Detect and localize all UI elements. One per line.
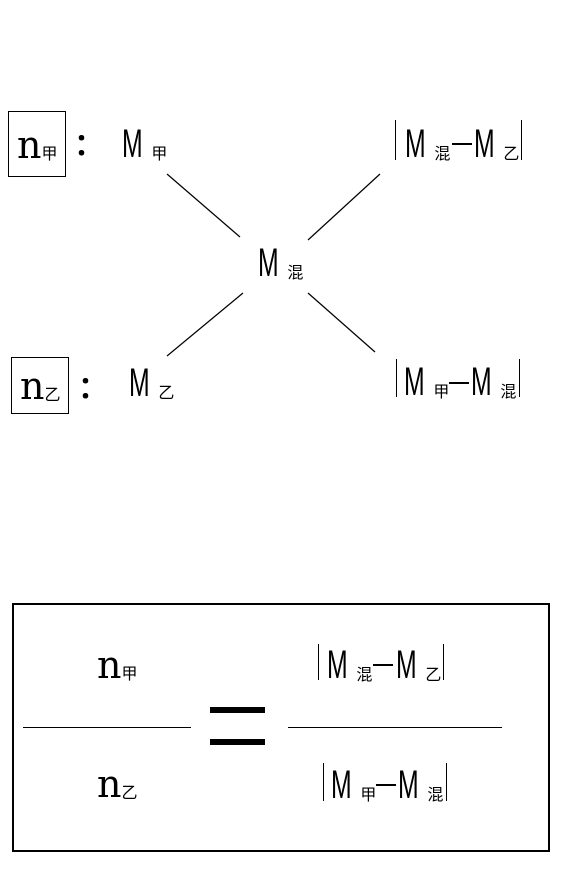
m-symbol: M [471, 360, 492, 404]
m-subscript: 乙 [425, 665, 442, 684]
n-jia-term: n 甲 [17, 126, 58, 164]
m-symbol: M [398, 763, 419, 807]
equals-sign-bottom [210, 739, 265, 745]
m-jia-term: M 甲 [122, 124, 167, 164]
formula-n-yi: n 乙 [97, 765, 138, 803]
abs-bar-right [443, 644, 444, 680]
n-symbol: n [17, 123, 42, 167]
diff-top-term: M 混 [405, 124, 450, 164]
n-yi-box [11, 357, 69, 414]
n-yi-term: n 乙 [20, 367, 61, 405]
n-subscript: 乙 [44, 385, 61, 404]
m-symbol: M [327, 643, 348, 687]
m-subscript: 甲 [151, 144, 168, 163]
fraction-line-right [288, 727, 502, 728]
m-symbol: M [258, 241, 279, 285]
minus-sign [376, 784, 396, 786]
line-bottom-right [307, 292, 376, 353]
colon-bottom: ： [78, 371, 108, 406]
m-yi-term: M 乙 [129, 363, 174, 403]
formula-den-term-2: M 混 [398, 765, 443, 805]
line-bottom-left [166, 292, 244, 357]
minus-sign [449, 382, 469, 384]
colon-top: ： [74, 128, 104, 163]
m-subscript: 甲 [433, 382, 450, 401]
m-symbol: M [474, 122, 495, 166]
minus-sign [373, 664, 393, 666]
fraction-line-left [23, 727, 191, 728]
n-symbol: n [20, 364, 45, 408]
m-subscript: 甲 [360, 785, 377, 804]
abs-bar-right [519, 359, 520, 397]
m-mix-center: M 混 [258, 243, 303, 283]
m-subscript: 混 [434, 144, 451, 163]
line-top-left [166, 173, 241, 238]
formula-num-term-2: M 乙 [396, 645, 441, 685]
m-subscript: 混 [500, 382, 517, 401]
diff-top-term-2: M 乙 [474, 124, 519, 164]
m-subscript: 混 [356, 665, 373, 684]
abs-bar-left [396, 359, 397, 397]
n-symbol: n [97, 643, 122, 687]
m-symbol: M [405, 122, 426, 166]
m-subscript: 乙 [503, 144, 520, 163]
m-symbol: M [122, 122, 143, 166]
n-subscript: 甲 [121, 664, 138, 683]
m-subscript: 混 [287, 263, 304, 282]
m-subscript: 混 [427, 785, 444, 804]
n-jia-box [8, 111, 66, 177]
minus-sign [452, 143, 472, 145]
n-symbol: n [97, 762, 122, 806]
formula-num-term-1: M 混 [327, 645, 372, 685]
abs-bar-left [323, 763, 324, 801]
n-subscript: 乙 [121, 783, 138, 802]
abs-bar-left [395, 120, 396, 160]
m-symbol: M [396, 643, 417, 687]
diff-bottom-term-2: M 混 [471, 362, 516, 402]
formula-den-term-1: M 甲 [331, 765, 376, 805]
m-symbol: M [404, 360, 425, 404]
equals-sign-top [210, 707, 265, 713]
formula-n-jia: n 甲 [97, 646, 138, 684]
abs-bar-left [318, 644, 319, 680]
diff-bottom-term: M 甲 [404, 362, 449, 402]
m-subscript: 乙 [158, 383, 175, 402]
m-symbol: M [129, 361, 150, 405]
line-top-right [307, 173, 381, 241]
abs-bar-right [446, 763, 447, 801]
formula-box [12, 603, 550, 852]
n-subscript: 甲 [41, 144, 58, 163]
abs-bar-right [521, 120, 522, 160]
m-symbol: M [331, 763, 352, 807]
